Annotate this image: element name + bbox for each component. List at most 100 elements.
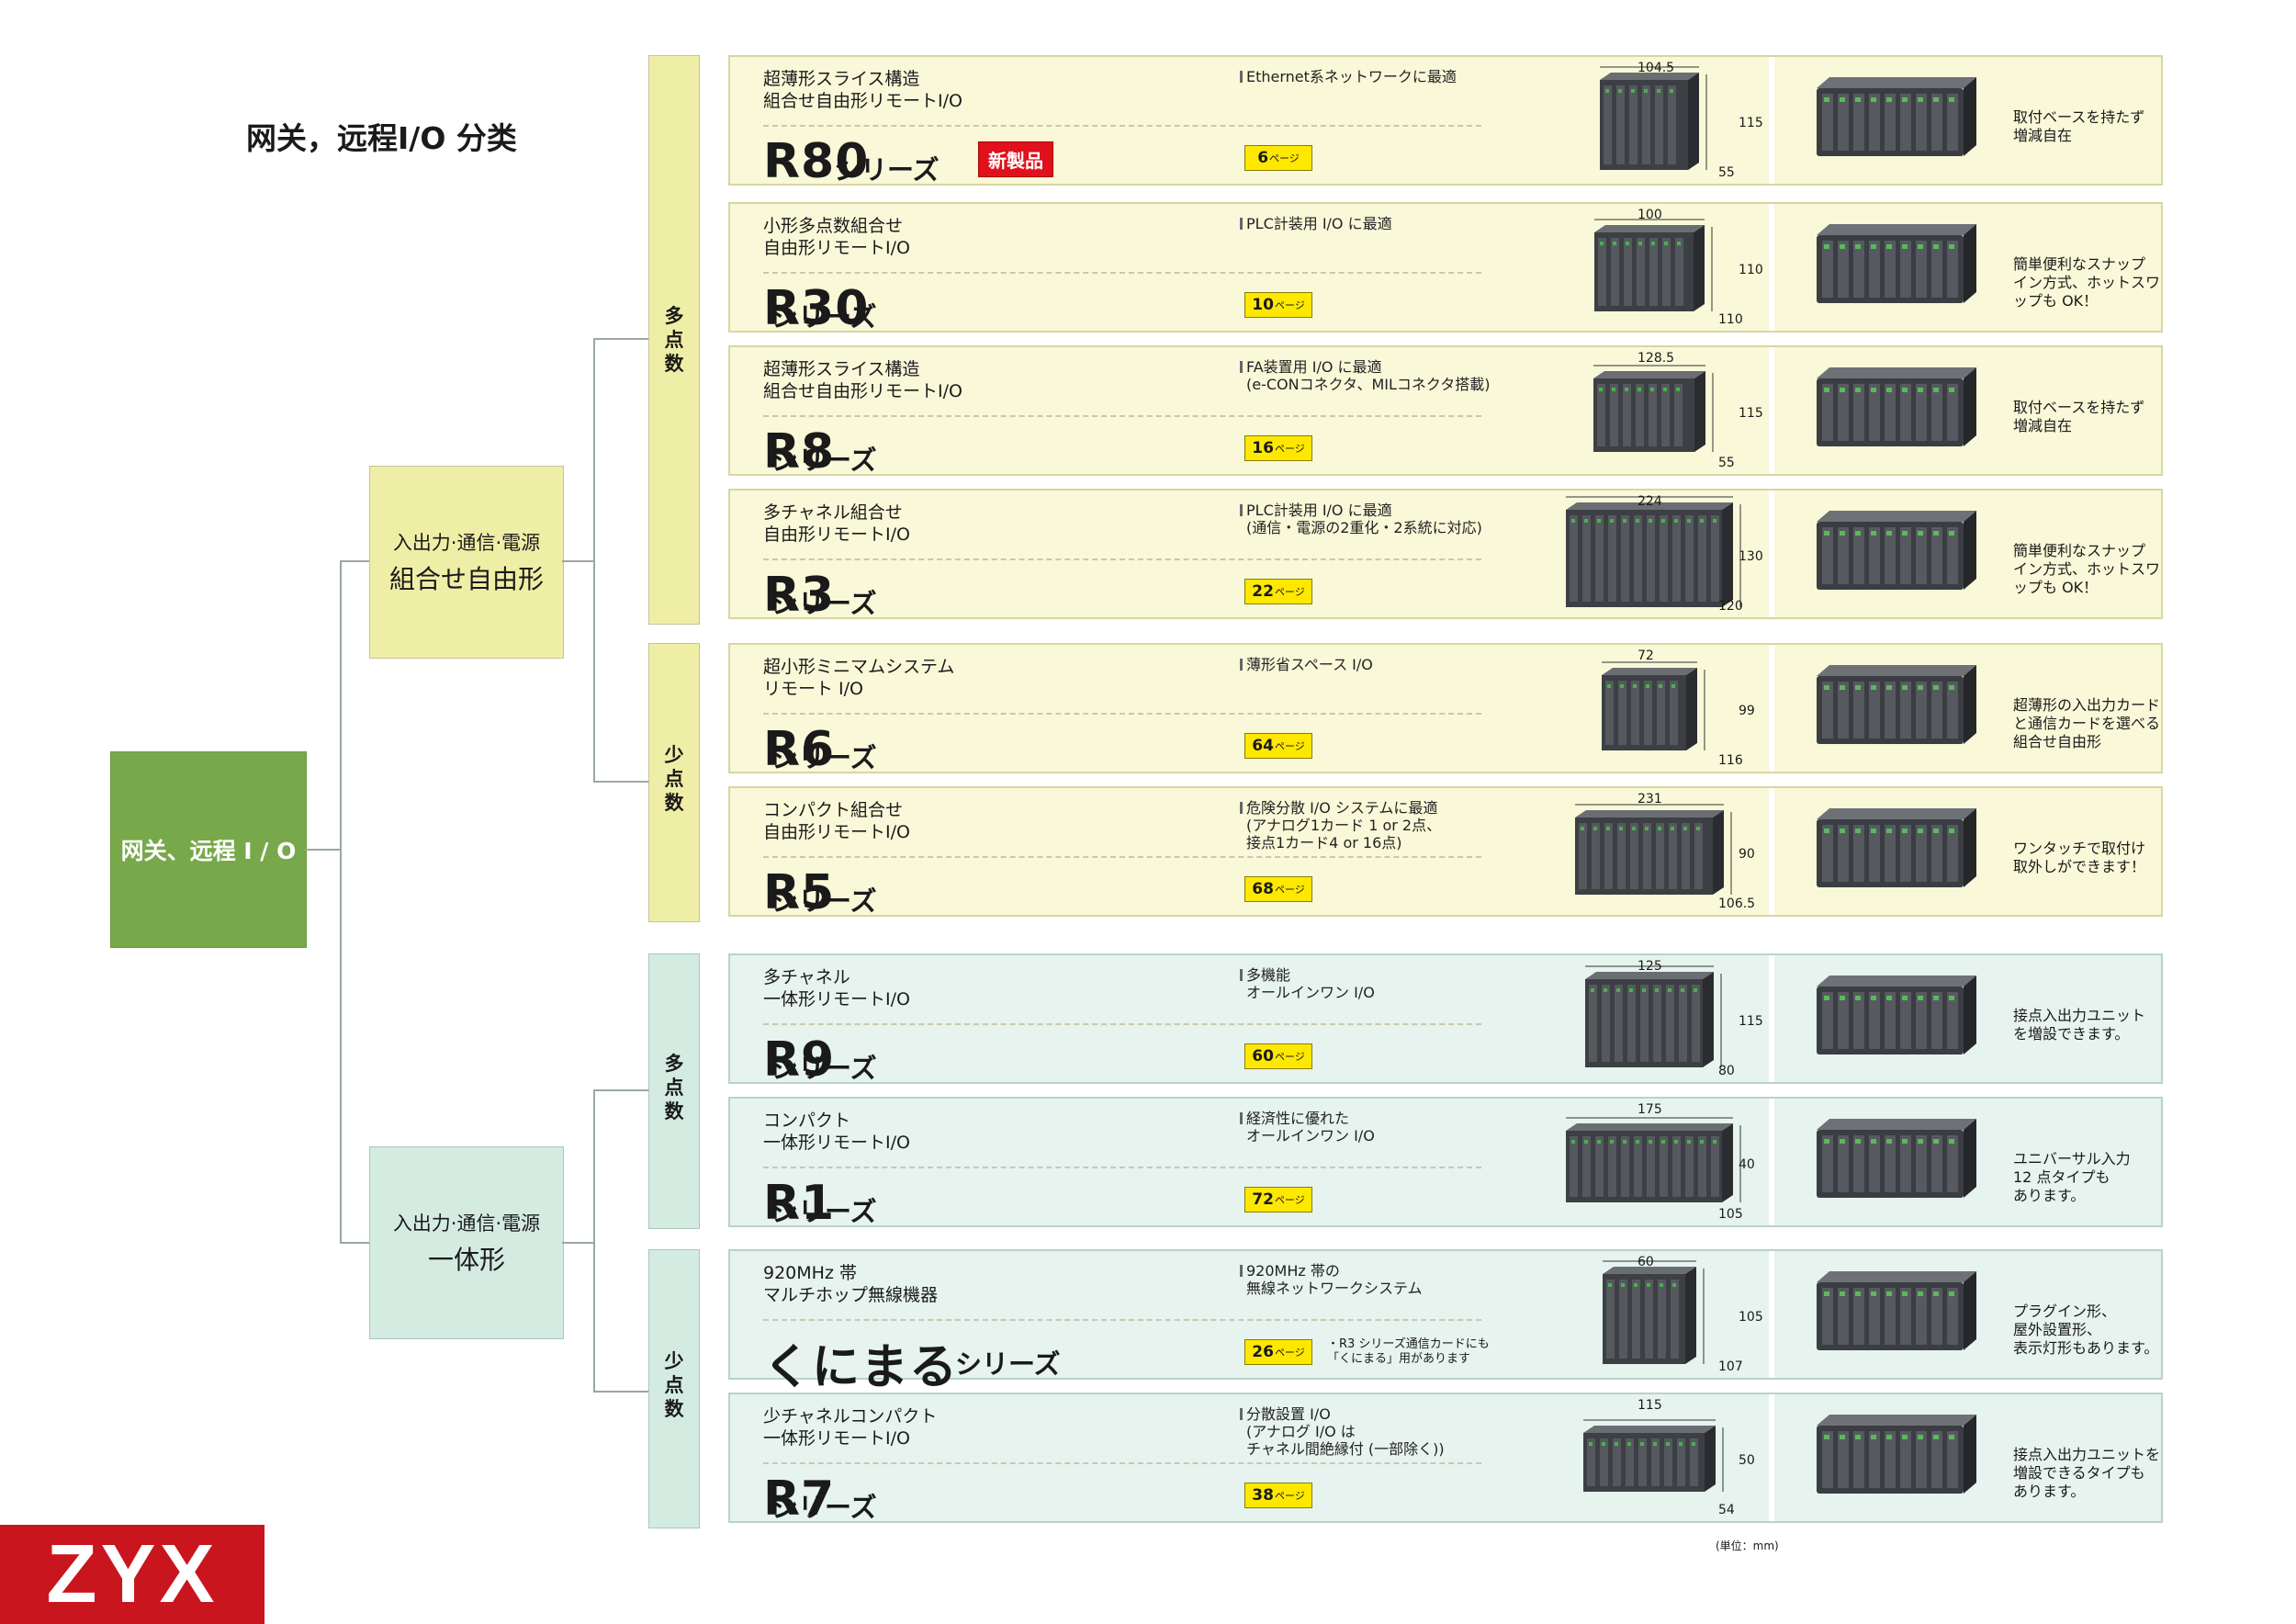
dimension-depth: 116 — [1718, 753, 1743, 768]
card-separator — [1769, 645, 1774, 772]
product-photo — [1789, 1257, 2000, 1380]
series-suffix: シリーズ — [771, 742, 877, 773]
product-description: 取付ベースを持たず 増減自在 — [2013, 399, 2145, 434]
category-label-1: 入出力·通信·電源 — [392, 532, 541, 554]
card-separator — [1769, 491, 1774, 617]
page-number: 16 — [1252, 439, 1274, 457]
category-label-2: 一体形 — [427, 1245, 505, 1275]
tree-line — [340, 560, 369, 562]
dimension-height: 110 — [1739, 263, 1763, 277]
dimension-depth: 107 — [1718, 1359, 1743, 1374]
dimension-width: 175 — [1638, 1102, 1662, 1117]
product-side-panel: ユニバーサル入力 12 点タイプも あります。 — [1774, 1099, 2161, 1225]
page-suffix: ページ — [1274, 1490, 1305, 1502]
divider — [763, 1023, 1481, 1025]
device-image — [1538, 59, 1768, 187]
product-name: くにまる — [763, 1340, 959, 1395]
product-subtitle: 920MHz 帯 マルチホップ無線機器 — [763, 1263, 939, 1305]
dimension-width: 224 — [1638, 494, 1662, 509]
device-image — [1538, 790, 1768, 919]
unit-note: (単位：mm) — [1716, 1539, 1779, 1552]
series-suffix: シリーズ — [771, 1492, 877, 1523]
divider — [763, 272, 1481, 274]
device-image — [1538, 1396, 1768, 1525]
dimension-height: 99 — [1739, 704, 1755, 718]
product-side-panel: 簡単便利なスナップ イン方式、ホットスワ ップも OK！ — [1774, 204, 2161, 331]
product-name: R9 — [763, 1032, 836, 1088]
divider — [763, 1462, 1481, 1464]
tree-line — [593, 781, 648, 783]
product-feature: 経済性に優れた オールインワン I/O — [1240, 1110, 1375, 1145]
product-photo — [1789, 650, 2000, 773]
dimension-depth: 55 — [1718, 456, 1735, 470]
dimension-height: 130 — [1739, 549, 1763, 564]
dimension-height: 50 — [1739, 1453, 1755, 1468]
tree-line — [593, 338, 595, 781]
product-side-panel: プラグイン形、 屋外設置形、 表示灯形もあります。 — [1774, 1251, 2161, 1378]
product-description: プラグイン形、 屋外設置形、 表示灯形もあります。 — [2013, 1303, 2159, 1357]
dimension-height: 115 — [1739, 406, 1763, 421]
column-label: 多点数 — [664, 1053, 684, 1122]
dimension-height: 90 — [1739, 847, 1755, 862]
category-combination: 入出力·通信·電源 組合せ自由形 — [369, 466, 564, 659]
product-name: R30 — [763, 281, 870, 336]
product-photo — [1789, 1400, 2000, 1523]
column-many-points: 多点数 — [648, 953, 700, 1229]
divider — [763, 1319, 1481, 1321]
divider — [763, 558, 1481, 560]
column-label: 少点数 — [664, 744, 684, 814]
dimension-width: 125 — [1638, 959, 1662, 974]
product-feature: 分散設置 I/O (アナログ I/O は チャネル間絶縁付 (一部除く)) — [1240, 1405, 1445, 1458]
product-feature: FA装置用 I/O に最適 (e-CONコネクタ、MILコネクタ搭載) — [1240, 358, 1491, 393]
product-description: ユニバーサル入力 12 点タイプも あります。 — [2013, 1150, 2131, 1204]
page-suffix: ページ — [1274, 884, 1305, 896]
tree-line — [340, 1242, 369, 1244]
dimension-width: 100 — [1638, 208, 1662, 222]
product-side-panel: 取付ベースを持たず 増減自在 — [1774, 347, 2161, 474]
product-subtitle: 超薄形スライス構造 組合せ自由形リモートI/O — [763, 359, 962, 401]
divider — [763, 713, 1481, 715]
tree-line — [305, 849, 342, 851]
product-feature: PLC計装用 I/O に最適 (通信・電源の2重化・2系統に対応) — [1240, 502, 1482, 536]
device-image — [1538, 957, 1768, 1086]
tree-line — [593, 1089, 595, 1391]
product-side-panel: 簡単便利なスナップ イン方式、ホットスワ ップも OK！ — [1774, 491, 2161, 617]
category-label-2: 組合せ自由形 — [388, 564, 544, 594]
dimension-width: 115 — [1638, 1398, 1662, 1413]
product-dimension-drawing: 115 50 54 — [1538, 1396, 1768, 1521]
new-product-badge: 新製品 — [978, 141, 1053, 177]
dimension-height: 115 — [1739, 116, 1763, 130]
card-separator — [1769, 204, 1774, 331]
product-feature: PLC計装用 I/O に最適 — [1240, 215, 1392, 232]
product-feature: 920MHz 帯の 無線ネットワークシステム — [1240, 1262, 1423, 1297]
product-photo — [1789, 62, 2000, 186]
product-photo — [1789, 209, 2000, 333]
series-suffix: シリーズ — [771, 1196, 877, 1227]
dimension-depth: 54 — [1718, 1503, 1735, 1517]
device-image — [1538, 206, 1768, 334]
device-image — [1538, 492, 1768, 621]
card-separator — [1769, 788, 1774, 915]
series-suffix: シリーズ — [771, 1053, 877, 1084]
dimension-height: 40 — [1739, 1157, 1755, 1172]
series-suffix: シリーズ — [771, 301, 877, 333]
card-separator — [1769, 1251, 1774, 1378]
product-side-panel: ワンタッチで取付け 取外しができます！ — [1774, 788, 2161, 915]
